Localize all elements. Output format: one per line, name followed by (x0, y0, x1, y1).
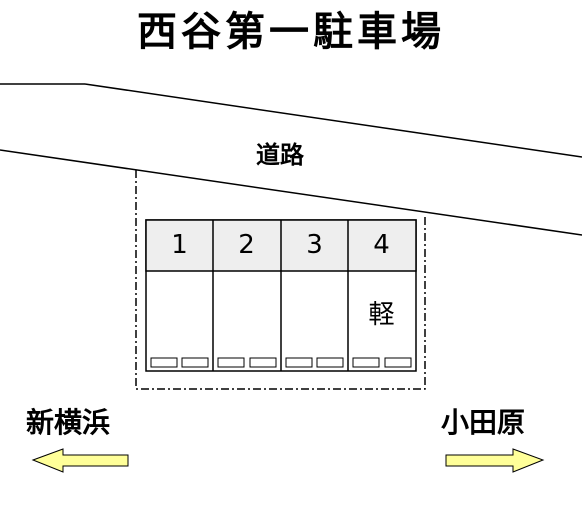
space-number: 4 (373, 230, 390, 260)
parking-space-2: 2 (213, 220, 280, 371)
wheel-stop (249, 357, 277, 368)
road-label: 道路 (256, 141, 304, 169)
arrow-right-icon (445, 448, 545, 473)
direction-label-right: 小田原 (441, 406, 526, 439)
page-title: 西谷第一駐車場 (137, 9, 445, 55)
wheel-stops (150, 357, 412, 368)
wheel-stop (384, 357, 412, 368)
wheel-stop (217, 357, 245, 368)
direction-label-left: 新横浜 (26, 406, 111, 439)
wheel-stop (181, 357, 209, 368)
road-edge-top-diagonal (84, 83, 582, 158)
road-edge-bottom (0, 149, 582, 236)
wheel-stop (285, 357, 313, 368)
wheel-stop (352, 357, 380, 368)
parking-space-3: 3 (281, 220, 348, 371)
wheel-stop (316, 357, 344, 368)
arrow-left-icon (31, 448, 129, 473)
lot-boundary (135, 170, 426, 390)
parking-space-1: 1 (146, 220, 213, 371)
space-mark-kei: 軽 (368, 300, 395, 330)
parking-space-4: 4 軽 (348, 220, 415, 371)
space-number: 2 (238, 230, 255, 260)
space-number: 3 (306, 230, 323, 260)
space-number: 1 (171, 230, 188, 260)
wheel-stop (150, 357, 178, 368)
